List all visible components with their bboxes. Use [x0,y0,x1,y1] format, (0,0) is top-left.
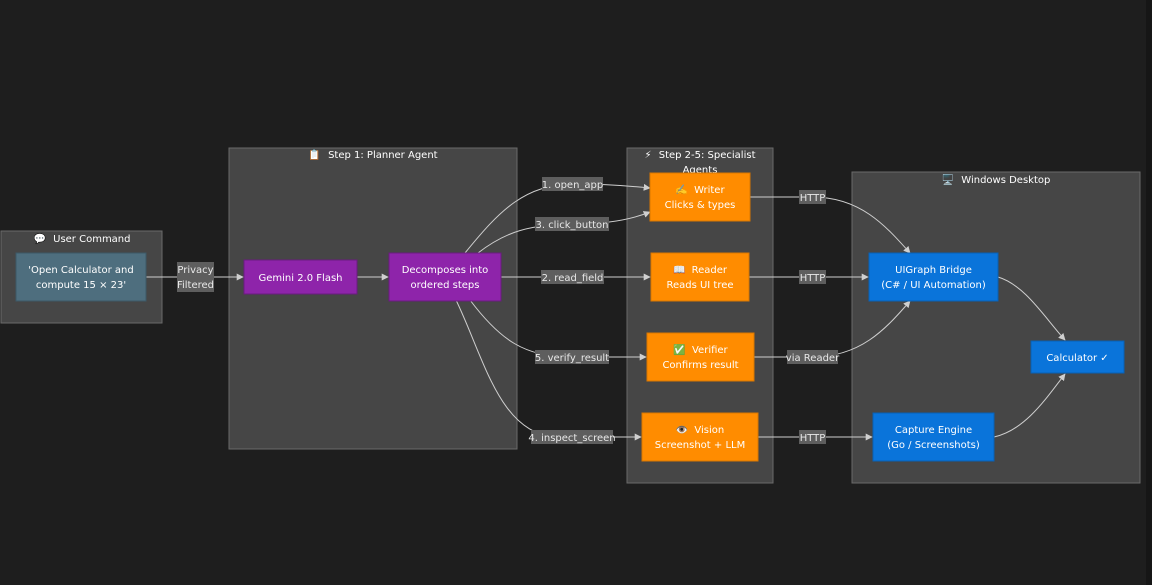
svg-text:Screenshot + LLM: Screenshot + LLM [655,440,745,451]
svg-text:4. inspect_screen: 4. inspect_screen [528,433,615,444]
svg-text:Privacy: Privacy [177,265,213,276]
svg-text:'Open Calculator and: 'Open Calculator and [28,265,133,276]
eye-icon: 👁️ [676,425,688,436]
node-vision-agent[interactable]: 👁️ Vision Screenshot + LLM [641,412,759,462]
svg-text:UIGraph Bridge: UIGraph Bridge [895,265,972,276]
writing-hand-icon: ✍️ [675,184,687,196]
cluster-title-user-command: User Command [53,234,130,245]
edge-label-click-button: 3. click_button [535,217,609,231]
svg-text:HTTP: HTTP [800,193,826,204]
svg-text:Decomposes into: Decomposes into [402,265,489,276]
svg-text:💬 User Command: 💬 User Command [33,232,130,245]
svg-text:Confirms result: Confirms result [662,360,738,371]
svg-text:ordered steps: ordered steps [411,280,480,291]
lightning-icon: ⚡ [645,150,652,161]
svg-text:2. read_field: 2. read_field [542,273,604,284]
node-verifier-agent[interactable]: ✅ Verifier Confirms result [646,332,755,382]
check-mark-icon: ✅ [673,343,685,356]
edge-label-writer-http: HTTP [799,190,826,204]
node-gemini-flash[interactable]: Gemini 2.0 Flash [243,259,358,295]
node-uigraph-bridge[interactable]: UIGraph Bridge (C# / UI Automation) [868,252,999,302]
svg-text:5. verify_result: 5. verify_result [535,353,609,364]
svg-text:Gemini 2.0 Flash: Gemini 2.0 Flash [258,273,342,284]
edge-label-privacy: Privacy Filtered [177,262,214,292]
svg-text:(Go / Screenshots): (Go / Screenshots) [887,440,980,451]
edge-label-verify-result: 5. verify_result [535,350,609,364]
speech-bubble-icon: 💬 [33,232,46,245]
svg-text:HTTP: HTTP [800,433,826,444]
edge-label-vision-http: HTTP [799,430,826,444]
node-calculator[interactable]: Calculator ✓ [1030,340,1125,374]
svg-text:✍️ Writer: ✍️ Writer [675,184,725,196]
cluster-title-specialist-line2: Agents [683,165,718,176]
node-writer-agent[interactable]: ✍️ Writer Clicks & types [649,172,751,222]
edge-label-inspect-screen: 4. inspect_screen [528,430,616,444]
svg-text:Capture Engine: Capture Engine [895,425,972,436]
svg-text:👁️ Vision: 👁️ Vision [676,425,724,436]
svg-text:📖 Reader: 📖 Reader [673,265,728,276]
edge-label-read-field: 2. read_field [541,270,604,284]
svg-text:Reads UI tree: Reads UI tree [666,280,733,291]
svg-text:⚡ Step 2-5: Specialist: ⚡ Step 2-5: Specialist [645,150,756,161]
edge-uigraph-to-calculator [997,276,1066,341]
svg-text:Filtered: Filtered [177,280,214,291]
svg-text:3. click_button: 3. click_button [535,220,608,231]
cluster-title-planner: Step 1: Planner Agent [328,150,438,161]
open-book-icon: 📖 [673,265,685,276]
cluster-title-desktop: Windows Desktop [961,175,1050,186]
svg-text:1. open_app: 1. open_app [542,180,604,191]
svg-text:Calculator ✓: Calculator ✓ [1046,353,1108,364]
svg-text:HTTP: HTTP [800,273,826,284]
svg-text:🖥️ Windows Desktop: 🖥️ Windows Desktop [942,173,1051,186]
svg-text:via Reader: via Reader [786,353,840,364]
edge-label-reader-http: HTTP [799,270,826,284]
edge-label-via-reader: via Reader [786,350,840,364]
vertical-scrollbar[interactable] [1146,0,1152,585]
clipboard-icon: 📋 [308,148,320,161]
node-decompose-steps[interactable]: Decomposes into ordered steps [388,252,502,302]
svg-text:(C# / UI Automation): (C# / UI Automation) [881,280,986,291]
node-capture-engine[interactable]: Capture Engine (Go / Screenshots) [872,412,995,462]
node-reader-agent[interactable]: 📖 Reader Reads UI tree [650,252,750,302]
svg-text:Clicks & types: Clicks & types [665,200,736,211]
cluster-title-specialist-line1: Step 2-5: Specialist [659,150,756,161]
node-user-command[interactable]: 'Open Calculator and compute 15 × 23' [15,252,147,302]
svg-text:compute 15 × 23': compute 15 × 23' [36,280,126,291]
monitor-icon: 🖥️ [942,173,954,186]
edge-label-open-app: 1. open_app [542,177,604,191]
edge-capture-to-calculator [993,373,1066,438]
svg-text:✅ Verifier: ✅ Verifier [673,343,728,356]
svg-text:📋 Step 1: Planner Agent: 📋 Step 1: Planner Agent [308,148,437,161]
